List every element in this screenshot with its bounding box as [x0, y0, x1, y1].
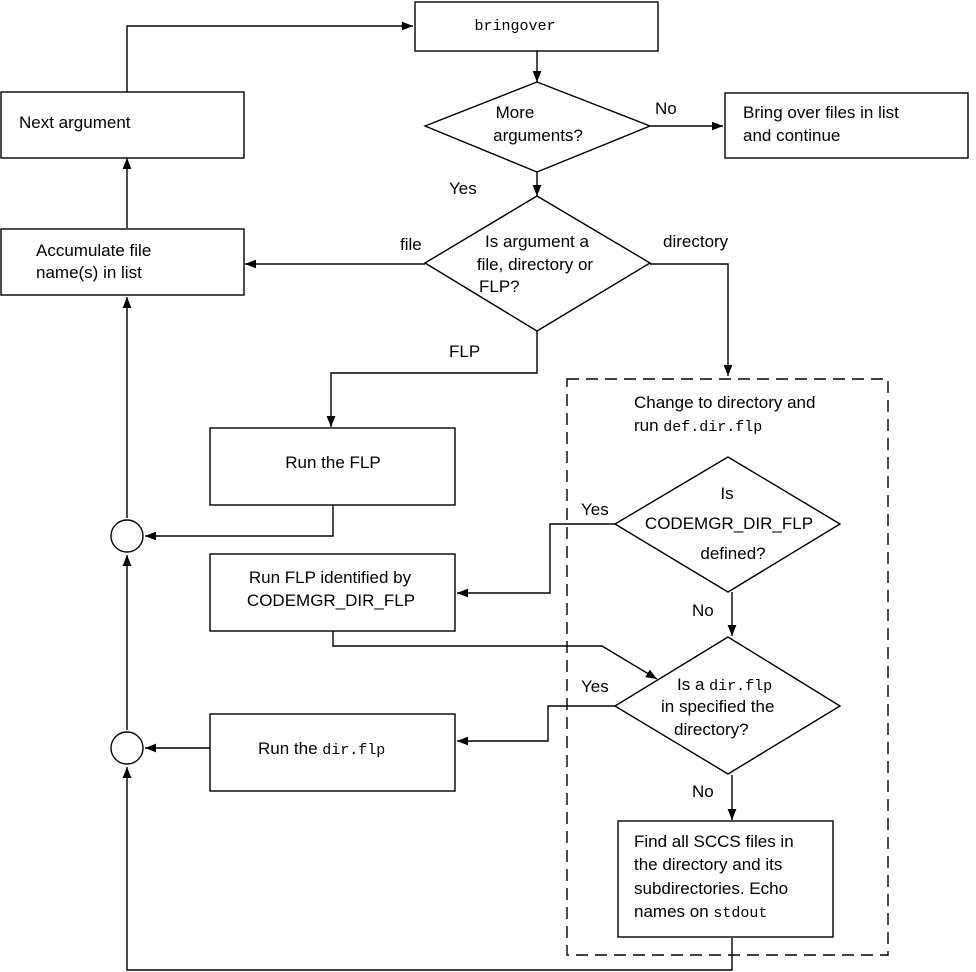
- run-flp-box: [209, 427, 456, 506]
- bring-over-files-line2: and continue: [743, 126, 840, 145]
- edge-runcodemgr-to-dirflp: [332, 631, 658, 680]
- next-argument-label: Next argument: [19, 113, 131, 132]
- argument-type-line2: file, directory or: [477, 255, 594, 274]
- dir-flp-line3: directory?: [674, 720, 749, 739]
- run-dir-flp-label: Run the dir.flp: [258, 739, 385, 759]
- argument-type-line1: Is argument a: [485, 232, 589, 251]
- label-yes-codemgr: Yes: [581, 500, 609, 519]
- directory-region: [566, 378, 889, 956]
- run-codemgr-box: [209, 553, 456, 632]
- label-file: file: [400, 235, 422, 254]
- find-sccs-prefix: names on: [634, 902, 713, 921]
- bring-over-files-box: [724, 92, 969, 159]
- argument-type-line3: FLP?: [479, 277, 520, 296]
- codemgr-line3: defined?: [700, 544, 765, 563]
- edge-runflp-to-junction: [145, 505, 334, 541]
- accumulate-line1: Accumulate file: [36, 241, 151, 260]
- codemgr-line2: CODEMGR_DIR_FLP: [645, 514, 813, 533]
- find-sccs-line3: subdirectories. Echo: [634, 879, 788, 898]
- find-sccs-line2: the directory and its: [634, 855, 782, 874]
- more-arguments-decision: [423, 81, 652, 173]
- accumulate-box: [0, 228, 245, 296]
- edge-directory: [650, 263, 733, 376]
- edge-dirflp-yes: [457, 705, 615, 746]
- label-no-more: No: [655, 99, 677, 118]
- bringover-box: [414, 1, 659, 52]
- label-yes-more: Yes: [449, 179, 477, 198]
- more-arguments-line1: More: [496, 103, 535, 122]
- edge-next-to-bringover: [126, 21, 413, 92]
- junction-lower: [110, 731, 144, 765]
- run-dir-flp-box: [209, 713, 456, 792]
- change-dir-prefix: run: [634, 416, 663, 435]
- connectors: [122, 21, 737, 971]
- run-codemgr-line2: CODEMGR_DIR_FLP: [247, 591, 415, 610]
- run-dir-flp-code: dir.flp: [322, 742, 385, 759]
- bring-over-files-line1: Bring over files in list: [743, 103, 899, 122]
- label-no-codemgr: No: [692, 601, 714, 620]
- bringover-label: bringover: [474, 18, 555, 35]
- change-dir-line1: Change to directory and: [634, 393, 815, 412]
- find-sccs-code: stdout: [713, 905, 767, 922]
- change-dir-line2: run def.dir.flp: [634, 416, 762, 436]
- label-directory: directory: [663, 232, 729, 251]
- run-codemgr-line1: Run FLP identified by: [249, 568, 412, 587]
- accumulate-line2: name(s) in list: [36, 263, 142, 282]
- dir-flp-decision: [613, 636, 842, 775]
- change-dir-code: def.dir.flp: [663, 419, 762, 436]
- dir-flp-prefix: Is a: [677, 675, 709, 694]
- label-yes-dirflp: Yes: [581, 677, 609, 696]
- dir-flp-line1: Is a dir.flp: [677, 675, 772, 695]
- label-no-dirflp: No: [692, 782, 714, 801]
- next-argument-box: [0, 91, 245, 159]
- argument-type-decision: [423, 195, 652, 332]
- find-sccs-line4: names on stdout: [634, 902, 767, 922]
- codemgr-decision: [613, 456, 842, 593]
- run-flp-label: Run the FLP: [285, 453, 380, 472]
- run-dir-flp-prefix: Run the: [258, 739, 322, 758]
- codemgr-line1: Is: [720, 484, 733, 503]
- dir-flp-line2: in specified the: [661, 697, 774, 716]
- junction-upper: [110, 519, 144, 553]
- edge-flp: [326, 331, 538, 427]
- edge-find-return: [122, 767, 733, 971]
- more-arguments-line2: arguments?: [493, 126, 583, 145]
- find-sccs-line1: Find all SCCS files in: [634, 832, 794, 851]
- edge-codemgr-yes: [457, 523, 615, 598]
- dir-flp-code: dir.flp: [709, 678, 772, 695]
- find-sccs-box: [617, 820, 834, 938]
- label-flp: FLP: [449, 342, 480, 361]
